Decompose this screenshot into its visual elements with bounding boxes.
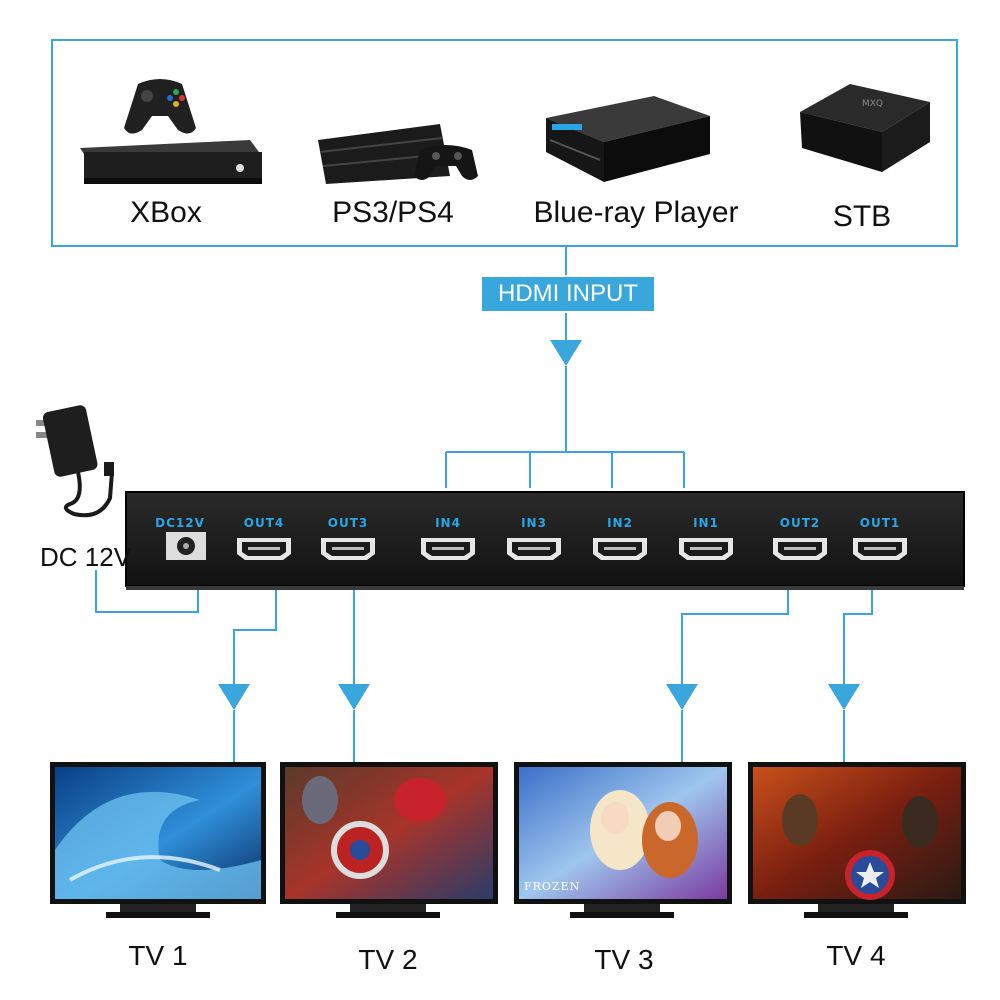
- hdmi-input-badge: HDMI INPUT: [480, 275, 656, 313]
- dc-12v-label: DC 12V: [40, 542, 132, 572]
- port-label-in3: IN3: [521, 516, 547, 530]
- source-label-bluray: Blue-ray Player: [533, 196, 739, 229]
- source-label-playstation: PS3/PS4: [332, 196, 454, 229]
- svg-text:MXQ: MXQ: [862, 99, 883, 109]
- port-label-out4: OUT4: [243, 516, 285, 530]
- hdmi-port-out2: [773, 538, 827, 560]
- xbox-console-icon: [80, 79, 262, 184]
- hdmi-port-in4: [421, 538, 475, 560]
- power-adapter-icon: [36, 405, 114, 518]
- playstation-console-icon: [318, 124, 478, 184]
- port-label-dc12v: DC12V: [155, 516, 205, 530]
- arrow-down-icon: [828, 684, 860, 710]
- tv-3: [514, 762, 732, 918]
- tv-label-1: TV 1: [128, 940, 188, 971]
- hdmi-ports: [237, 538, 907, 560]
- arrow-down-icon: [666, 684, 698, 710]
- tv-1: [50, 762, 266, 918]
- dc-jack: [166, 532, 206, 560]
- hdmi-port-out3: [321, 538, 375, 560]
- tv-label-4: TV 4: [826, 940, 886, 971]
- port-label-out3: OUT3: [327, 516, 369, 530]
- hdmi-port-in3: [507, 538, 561, 560]
- port-label-in4: IN4: [435, 516, 461, 530]
- port-label-out1: OUT1: [859, 516, 901, 530]
- tv-label-3: TV 3: [594, 944, 654, 975]
- arrow-down-icon: [550, 340, 582, 366]
- hdmi-port-in2: [593, 538, 647, 560]
- hdmi-port-in1: [679, 538, 733, 560]
- source-label-stb: STB: [832, 200, 892, 233]
- arrow-down-icon: [218, 684, 250, 710]
- bluray-player-icon: [546, 96, 710, 182]
- port-label-in1: IN1: [693, 516, 719, 530]
- sources-frame: [51, 39, 958, 247]
- source-label-xbox: XBox: [130, 196, 202, 229]
- hdmi-port-out4: [237, 538, 291, 560]
- port-label-in2: IN2: [607, 516, 633, 530]
- set-top-box-icon: MXQ: [800, 84, 930, 172]
- hdmi-port-out1: [853, 538, 907, 560]
- tv-4: [748, 762, 966, 918]
- arrow-down-icon: [338, 684, 370, 710]
- frozen-logo: FROZEN: [524, 880, 581, 893]
- port-label-out2: OUT2: [779, 516, 821, 530]
- tv-2: [280, 762, 498, 918]
- tv-label-2: TV 2: [358, 944, 418, 975]
